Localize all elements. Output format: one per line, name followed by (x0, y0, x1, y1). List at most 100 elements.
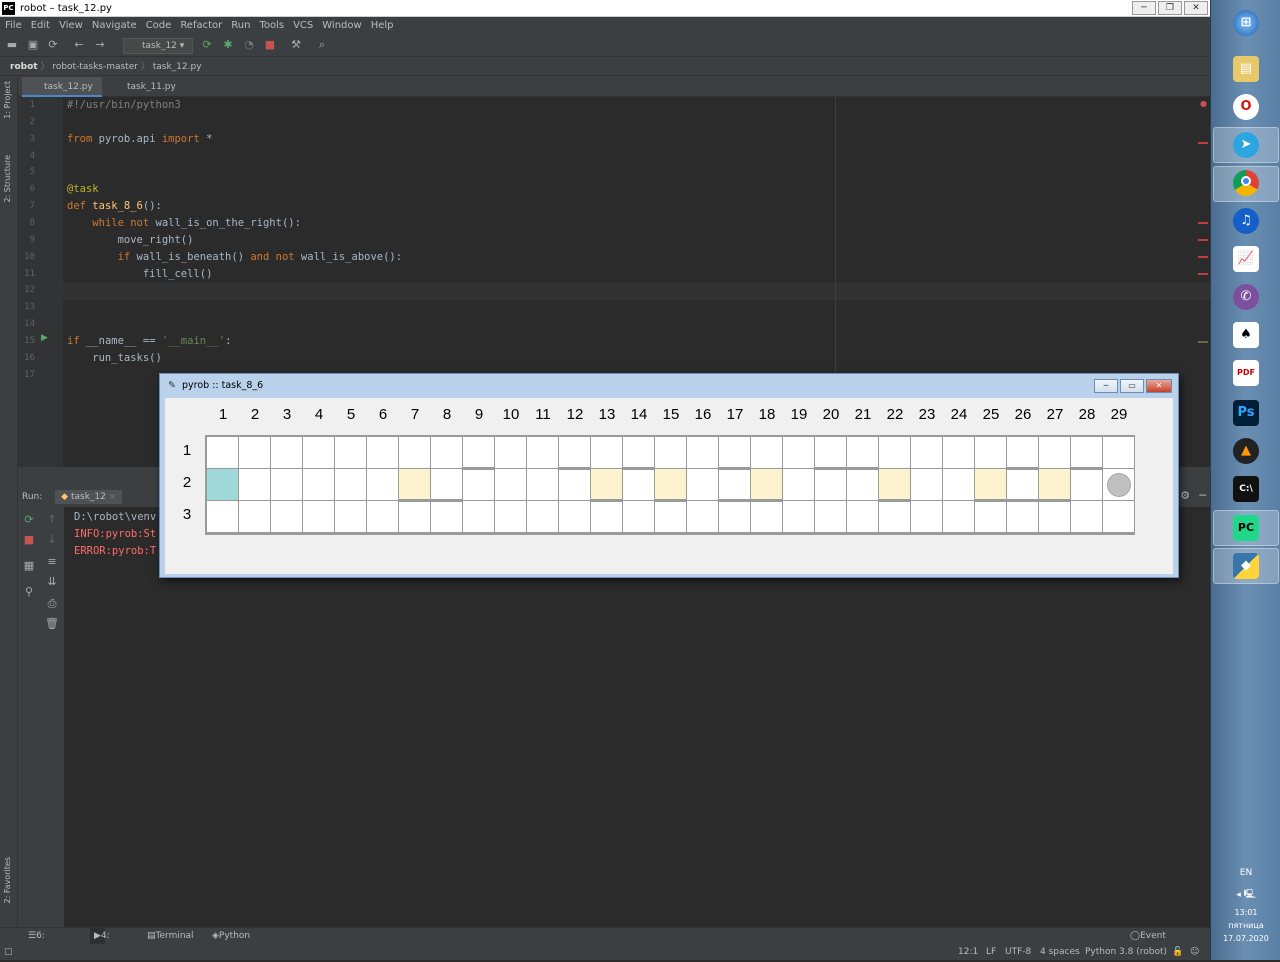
wall-segment (558, 467, 591, 470)
language-indicator[interactable]: EN (1239, 868, 1253, 878)
search-icon[interactable]: ⌕ (318, 38, 326, 51)
warning-stripe-mark[interactable] (1198, 341, 1208, 343)
lock-icon[interactable]: 🔓 (1172, 947, 1184, 957)
audio-icon[interactable]: ♫ (1233, 208, 1259, 234)
error-stripe-mark[interactable] (1198, 273, 1208, 275)
debug-icon[interactable]: ✱ (223, 38, 233, 51)
maximize-button[interactable]: ▭ (1120, 379, 1144, 393)
layout-icon[interactable]: ▦ (23, 559, 35, 572)
breadcrumb-folder[interactable]: robot-tasks-master (52, 62, 138, 72)
scroll-to-end-icon[interactable]: ⇊ (47, 575, 57, 588)
save-icon[interactable]: ▣ (27, 38, 39, 51)
terminal-tool-button[interactable]: ▤ Terminal (147, 928, 194, 945)
favorites-tool-button[interactable]: 2: Favorites (3, 857, 12, 904)
error-indicator-icon[interactable]: ● (1200, 99, 1207, 108)
settings-gear-icon[interactable]: ⚙ (1180, 489, 1190, 502)
restore-button[interactable]: ❐ (1158, 1, 1182, 15)
close-button[interactable]: ✕ (1146, 379, 1172, 393)
network-icon[interactable]: ◂ 🖳 (1236, 890, 1256, 900)
photoshop-icon[interactable]: Ps (1233, 400, 1259, 426)
file-explorer-icon[interactable]: ▤ (1233, 56, 1259, 82)
interpreter[interactable]: Python 3.8 (robot) (1085, 947, 1168, 957)
code-line: fill_cell() (67, 267, 213, 280)
inspector-icon[interactable]: ☺ (1190, 947, 1200, 957)
line-separator[interactable]: LF (986, 947, 997, 957)
menu-item-window[interactable]: Window (322, 20, 362, 31)
code-line: @task (67, 183, 99, 196)
close-button[interactable]: ✕ (1184, 1, 1208, 15)
trash-icon[interactable]: 🗑 (45, 617, 59, 630)
run-gutter-icon[interactable]: ▶ (41, 333, 48, 343)
clock-day[interactable]: пятница (1228, 921, 1264, 930)
stop-icon[interactable]: ■ (264, 38, 276, 51)
line-number: 9 (29, 234, 35, 245)
indent[interactable]: 4 spaces (1040, 947, 1080, 957)
tab-task-11[interactable]: task_11.py × (105, 77, 185, 112)
event-log-button[interactable]: ◯ Event Log (1130, 928, 1166, 958)
grid-cell (495, 437, 526, 468)
python-console-tool-button[interactable]: ◈ Python Console (212, 928, 255, 958)
open-folder-icon[interactable]: ▬ (6, 38, 18, 51)
error-stripe-mark[interactable] (1198, 142, 1208, 144)
forward-icon[interactable]: → (95, 38, 105, 51)
menu-item-code[interactable]: Code (145, 20, 172, 31)
stop-icon[interactable]: ■ (23, 533, 35, 546)
grid-cell (815, 501, 846, 532)
structure-tool-button[interactable]: 2: Structure (3, 155, 12, 203)
pycharm-icon[interactable]: PC (1233, 515, 1259, 541)
project-tool-button[interactable]: 1: Project (3, 81, 12, 119)
menu-item-view[interactable]: View (59, 20, 83, 31)
windows-start-icon[interactable]: ⊞ (1233, 10, 1259, 36)
breadcrumb-file[interactable]: task_12.py (152, 62, 202, 72)
run-tab[interactable]: ◆ task_12 × (55, 490, 123, 504)
coverage-icon[interactable]: ◔ (244, 38, 254, 51)
soft-wrap-icon[interactable]: ≡ (47, 555, 57, 568)
menu-item-run[interactable]: Run (231, 20, 251, 31)
grid-cell (911, 469, 942, 500)
menu-item-navigate[interactable]: Navigate (91, 20, 137, 31)
python-icon[interactable]: ◆ (1233, 553, 1259, 579)
sync-icon[interactable]: ⟳ (48, 38, 58, 51)
scroll-up-icon[interactable]: ↑ (47, 513, 57, 526)
telegram-icon[interactable]: ➤ (1233, 132, 1259, 158)
back-icon[interactable]: ← (74, 38, 84, 51)
settings-wrench-icon[interactable]: ⚒ (291, 38, 301, 51)
tab-task-12[interactable]: task_12.py × (22, 77, 102, 112)
run-tool-button[interactable]: ▶ 4: Run (90, 928, 118, 958)
error-stripe-mark[interactable] (1198, 256, 1208, 258)
chart-app-icon[interactable]: 📈 (1233, 246, 1259, 272)
breadcrumb-project[interactable]: robot (10, 62, 38, 72)
console-icon[interactable]: C:\ (1233, 476, 1259, 502)
minimize-button[interactable]: ─ (1094, 379, 1118, 393)
opera-icon[interactable]: O (1233, 94, 1259, 120)
todo-tool-button[interactable]: ☰ 6: TODO (28, 928, 63, 958)
clock-date[interactable]: 17.07.2020 (1223, 934, 1269, 943)
caret-position[interactable]: 12:1 (958, 947, 979, 957)
rerun-icon[interactable]: ⟳ (24, 513, 34, 526)
print-icon[interactable]: ⎙ (47, 597, 57, 610)
menu-item-refactor[interactable]: Refactor (180, 20, 223, 31)
menu-item-help[interactable]: Help (370, 20, 394, 31)
run-config-select[interactable]: task_12 ▾ (123, 38, 193, 54)
encoding[interactable]: UTF-8 (1005, 947, 1032, 957)
pin-icon[interactable]: ⚲ (24, 585, 34, 598)
viber-icon[interactable]: ✆ (1233, 284, 1259, 310)
archive-icon[interactable]: ▲ (1233, 438, 1259, 464)
solitaire-icon[interactable]: ♠ (1233, 322, 1259, 348)
minimize-button[interactable]: ─ (1132, 1, 1156, 15)
menu-item-vcs[interactable]: VCS (293, 20, 314, 31)
pdf-icon[interactable]: PDF (1233, 360, 1259, 386)
error-stripe-mark[interactable] (1198, 222, 1208, 224)
rerun-icon[interactable]: ⟳ (202, 38, 212, 51)
scroll-down-icon[interactable]: ↓ (47, 533, 57, 546)
menu-item-tools[interactable]: Tools (259, 20, 285, 31)
column-number: 26 (1014, 406, 1032, 423)
chrome-icon[interactable] (1233, 170, 1259, 196)
hide-panel-icon[interactable]: ─ (1199, 489, 1206, 502)
menu-item-edit[interactable]: Edit (30, 20, 51, 31)
menu-item-file[interactable]: File (5, 20, 22, 31)
layout-toggle-icon[interactable]: ▢ (4, 947, 13, 957)
clock-time[interactable]: 13:01 (1234, 908, 1258, 917)
error-stripe-mark[interactable] (1198, 239, 1208, 241)
